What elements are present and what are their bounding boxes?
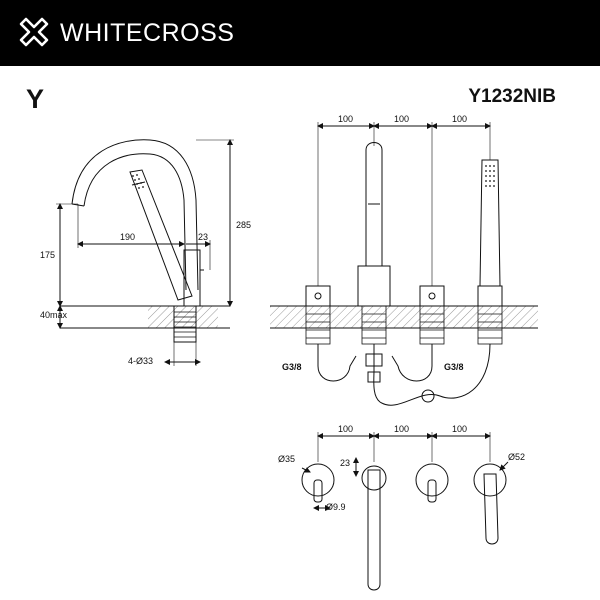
dim-175-label: 175 (40, 250, 55, 260)
top-spout (367, 469, 381, 591)
dim-190-label: 190 (120, 232, 135, 242)
top-view (301, 432, 509, 591)
thread-left-label: G3/8 (282, 362, 302, 372)
spout-outer (71, 139, 199, 291)
top-knob-left (301, 463, 335, 497)
spout-inner (83, 153, 187, 291)
top-shower (483, 473, 499, 545)
thread-right-label: G3/8 (444, 362, 464, 372)
front-spout (365, 142, 383, 267)
lever-diameter-label: Ø9.9 (326, 502, 346, 512)
top-knob-right (415, 463, 449, 497)
brand-name: WHITECROSS (60, 19, 235, 47)
knob-diameter-label: Ø35 (278, 454, 295, 464)
top-dim-3-label: 100 (452, 424, 467, 434)
dim-23-label: 23 (198, 232, 208, 242)
front-knob-right (419, 285, 445, 307)
front-hand-shower (479, 159, 501, 287)
front-knob-left (305, 285, 331, 307)
spout-offset-label: 23 (340, 458, 350, 468)
front-shower-dots (485, 165, 495, 187)
front-dim-3-label: 100 (452, 114, 467, 124)
front-hoses (317, 343, 491, 406)
shower-dots (132, 174, 144, 189)
header-bar: WHITECROSS (0, 0, 600, 66)
dim-285-label: 285 (236, 220, 251, 230)
top-dim-1-label: 100 (338, 424, 353, 434)
front-dim-1-label: 100 (338, 114, 353, 124)
top-shower-base (473, 463, 507, 497)
front-deck (270, 306, 538, 328)
side-shank (173, 305, 197, 343)
series-label: Y (26, 84, 45, 114)
front-spout-base (357, 265, 391, 307)
dim-33-label: 4-Ø33 (128, 356, 153, 366)
front-dim-2-label: 100 (394, 114, 409, 124)
top-dim-2-label: 100 (394, 424, 409, 434)
top-spout-base (361, 465, 387, 491)
front-view (270, 122, 538, 406)
side-view (56, 139, 234, 366)
shower-diameter-label: Ø52 (508, 452, 525, 462)
x-cross-logo-icon (19, 17, 49, 47)
hand-shower (129, 169, 193, 301)
model-number: Y1232NIB (468, 86, 556, 107)
dim-40-label: 40max (40, 310, 68, 320)
